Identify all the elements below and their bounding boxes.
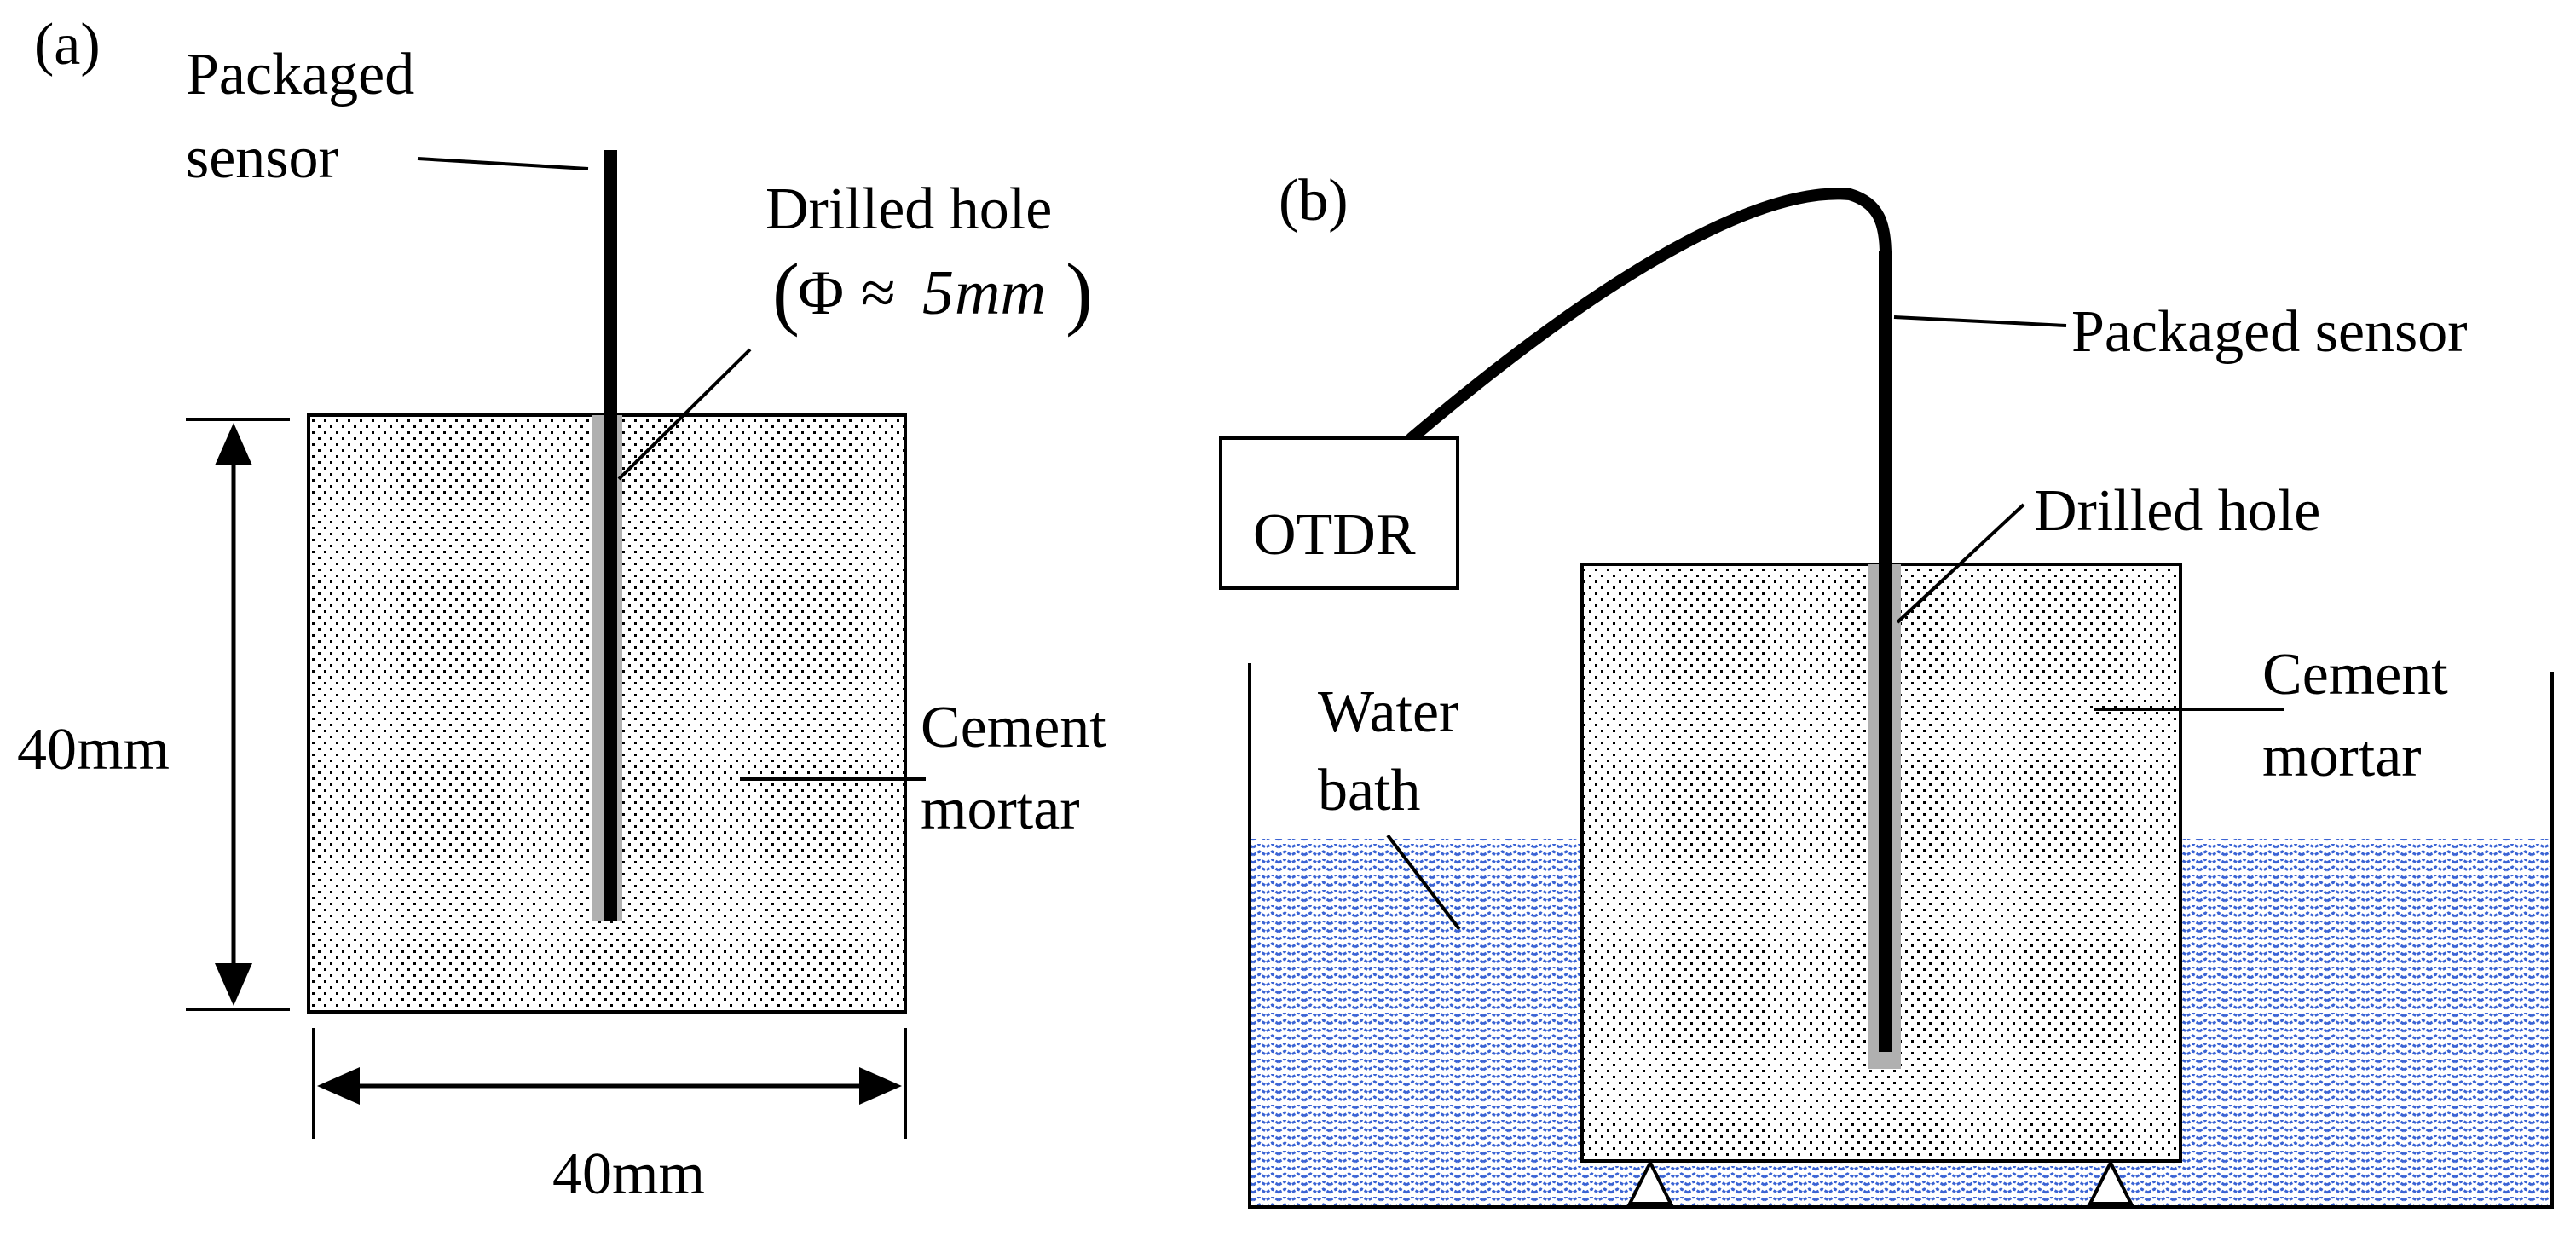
hole-dim-close-paren: ) [1066,246,1093,338]
hole-dim-approx: ≈ [861,258,896,328]
sensor-leader-b [1893,315,2067,327]
otdr-box [1219,436,1459,590]
mortar-label-b-line1: Cement [2262,642,2448,708]
water-bath-container [1248,663,2554,1209]
height-label: 40mm [17,717,170,783]
hole-leader-b [1896,503,2025,624]
panel-b: (b) OTDR Packaged sensor Drilled hole Ce… [1219,168,2554,1209]
sensor-label-a-line2: sensor [186,125,338,191]
mortar-label-b-line2: mortar [2262,724,2422,789]
triangle-support-icon [2087,1158,2134,1205]
arrowhead-icon [317,1067,360,1105]
sensor-cable [1406,188,1892,444]
hole-dim-value: 5 [922,258,954,328]
water-label-b-line1: Water [1318,679,1458,745]
otdr-label: OTDR [1253,502,1416,568]
hole-label-a: Drilled hole [765,176,1052,242]
arrowhead-icon [215,423,252,465]
mortar-label-a-line2: mortar [921,777,1080,842]
water-leader-b [1386,834,1461,931]
hole-label-b: Drilled hole [2034,478,2320,544]
water-label-b-line2: bath [1318,758,1421,823]
hole-leader-a [617,348,752,481]
hole-dim-unit: mm [955,258,1046,328]
sensor-leader-a [417,157,589,170]
sensor-label-b: Packaged sensor [2071,299,2468,365]
arrowhead-icon [859,1067,902,1105]
hole-dim-phi: Φ [798,258,844,328]
triangle-support-icon [1626,1158,1674,1205]
arrowhead-icon [215,963,252,1006]
packaged-sensor-b [1879,251,1892,1052]
sensor-label-a-line1: Packaged [186,42,414,107]
width-label: 40mm [552,1141,705,1207]
mortar-label-a-line1: Cement [921,695,1106,760]
panel-b-label: (b) [1279,168,1349,234]
hole-dim-open-paren: ( [772,246,800,338]
panel-a: (a) Packaged sensor Drilled hole ( Φ ≈ 5… [17,12,1106,1207]
panel-a-label: (a) [34,12,101,78]
packaged-sensor-a [604,150,617,921]
